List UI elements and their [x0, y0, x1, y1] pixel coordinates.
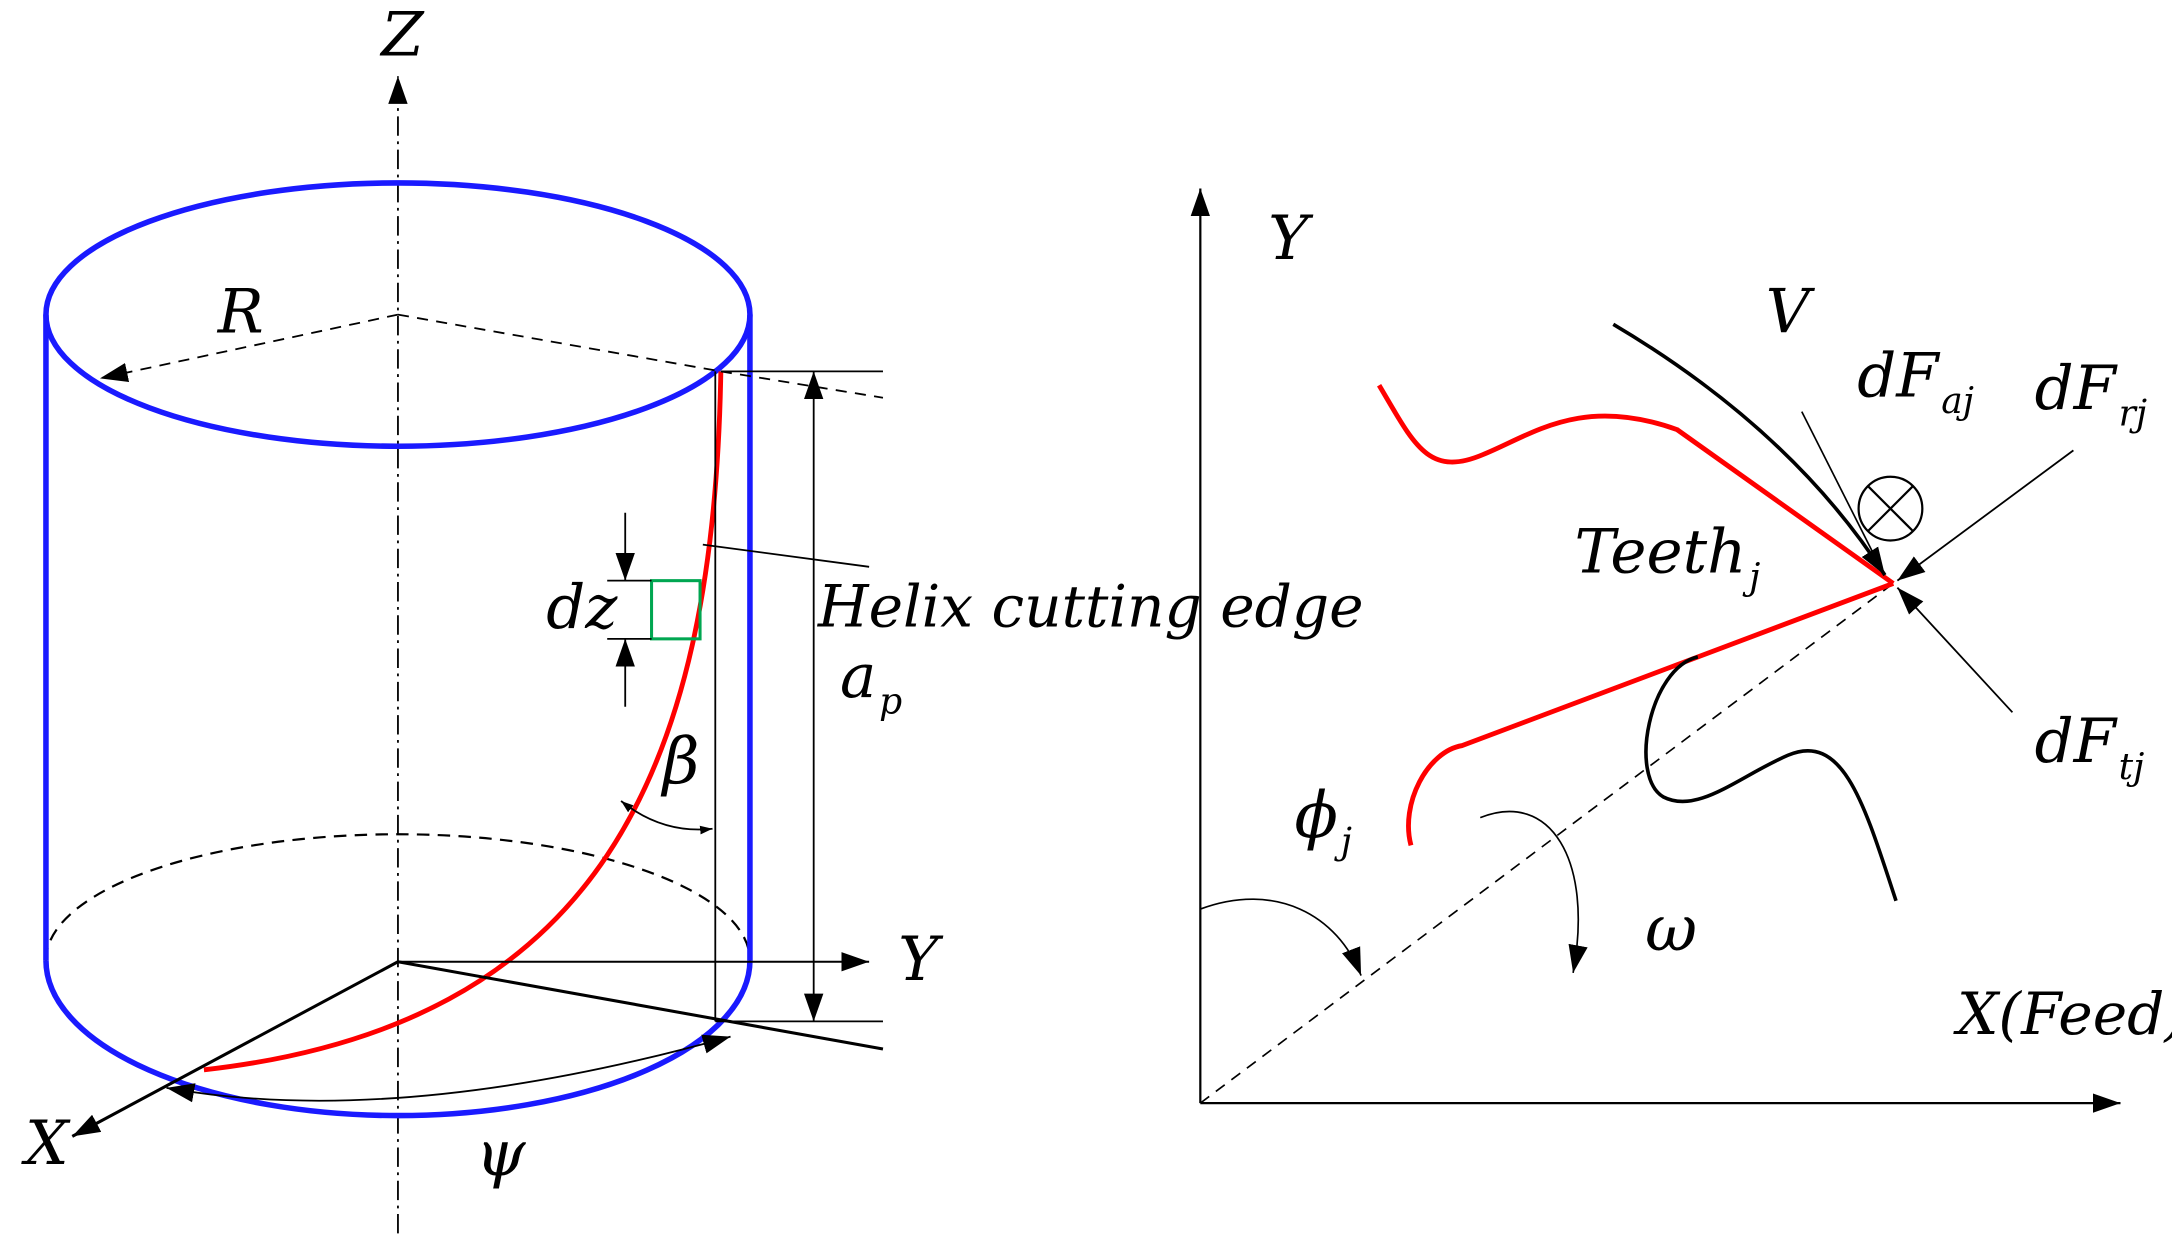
beta-arc	[620, 800, 713, 835]
helix-label: Helix cutting edge	[817, 572, 1364, 640]
bottom-ellipse-back	[44, 833, 752, 961]
edge-end-line	[397, 960, 884, 1051]
omega-label: ω	[1645, 893, 1697, 967]
z-axis-label: Z	[379, 0, 425, 70]
velocity-label: V	[1766, 277, 1816, 348]
x-axis-line	[71, 960, 399, 1138]
dfr-arrow	[1896, 449, 2074, 582]
right-x-axis-label: X(Feed)	[1953, 980, 2172, 1048]
dfa-leader	[1801, 411, 1885, 575]
tooth-upper-profile	[1377, 384, 1895, 586]
radius-dash-a	[397, 313, 721, 373]
helix-leader	[702, 543, 870, 568]
dft-arrow	[1896, 586, 2014, 713]
omega-arc	[1479, 810, 1588, 973]
chip-curve	[1644, 655, 1898, 902]
into-page-symbol	[1857, 475, 1924, 542]
dz-element	[650, 579, 702, 641]
velocity-curve	[1612, 322, 1887, 577]
radius-arrow	[99, 313, 399, 383]
psi-label: ψ	[476, 1117, 527, 1191]
beta-label: β	[661, 725, 700, 799]
radial-dashed-line	[1199, 582, 1894, 1104]
right-y-axis-label: Y	[1268, 203, 1314, 274]
x-axis-label: X	[21, 1108, 71, 1179]
y-axis-label: Y	[898, 924, 944, 995]
cylinder-bottom-front	[43, 960, 753, 1119]
tooth-lower-profile	[1406, 581, 1895, 846]
radius-label: R	[217, 277, 264, 348]
dz-label: dz	[546, 572, 618, 643]
helix-cutting-edge	[203, 371, 724, 1073]
ap-ext-top-dash	[720, 370, 884, 399]
psi-arc	[166, 1034, 731, 1103]
phi-arc	[1200, 898, 1362, 976]
